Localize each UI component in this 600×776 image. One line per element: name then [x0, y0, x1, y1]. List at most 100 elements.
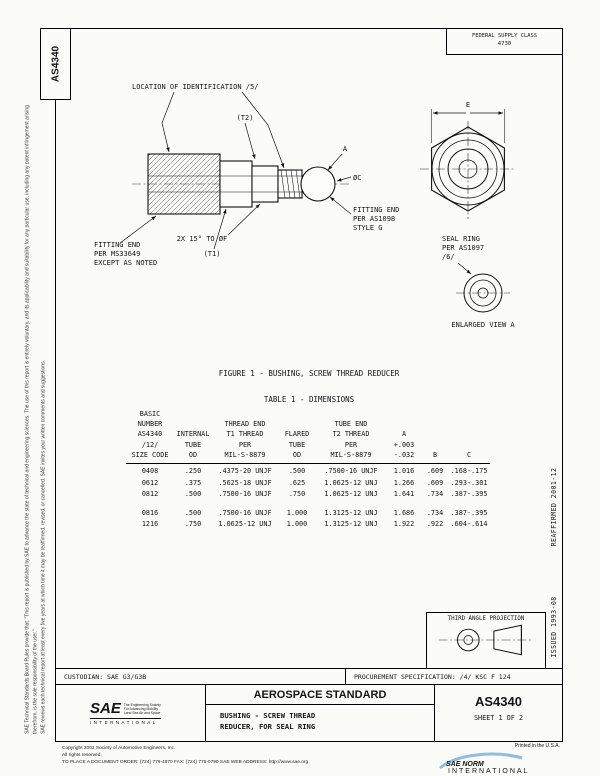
- th-flared-tube-od: FLARED TUBE OD: [284, 430, 310, 459]
- third-angle-projection-icon: [438, 624, 534, 656]
- label-seal-ring-3: /6/: [442, 253, 455, 261]
- table-row: 0408 .250 .4375-20 UNJF .500 .7500-16 UN…: [126, 464, 490, 476]
- th-dim-b: B: [432, 450, 438, 459]
- table-cell: .387-.395: [450, 490, 488, 499]
- table-cell: .734: [426, 508, 444, 517]
- label-enlarged-view: ENLARGED VIEW A: [451, 321, 515, 329]
- end-view: [420, 109, 516, 219]
- custodian: CUSTODIAN: SAE G3/G3B: [56, 669, 346, 684]
- title-main-row: SAE The Engineering Society For Advancin…: [56, 685, 562, 741]
- sae-norm-watermark: SAE NORM INTERNATIONAL: [436, 751, 566, 775]
- custodian-row: CUSTODIAN: SAE G3/G3B PROCUREMENT SPECIF…: [56, 669, 562, 685]
- table-cell: .609: [426, 478, 444, 487]
- left-margin-notes: SAE Technical Standards Board Rules prov…: [22, 102, 50, 736]
- side-view: [132, 153, 350, 215]
- label-dim-e: E: [466, 101, 470, 109]
- third-angle-projection-box: THIRD ANGLE PROJECTION: [426, 612, 546, 670]
- standard-title-cell: AEROSPACE STANDARD BUSHING - SCREW THREA…: [206, 685, 435, 741]
- table-cell: 0612: [141, 478, 159, 487]
- table-cell: 1.0625-12 UNJ: [218, 520, 272, 529]
- copyright-block: Copyright 2002 Society of Automotive Eng…: [62, 746, 308, 767]
- issued-date: ISSUED 1993-08: [550, 596, 558, 658]
- th-internal-tube-od: INTERNAL TUBE OD: [176, 430, 210, 459]
- table-cell: 1.3125-12 UNJ: [324, 508, 378, 517]
- table-cell: 1.0625-12 UNJ: [324, 490, 378, 499]
- table-cell: 1.016: [393, 467, 415, 476]
- table-cell: .5625-18 UNJF: [218, 478, 272, 487]
- federal-supply-class-box: FEDERAL SUPPLY CLASS 4730: [446, 29, 562, 55]
- figure-caption: FIGURE 1 - BUSHING, SCREW THREAD REDUCER: [218, 369, 400, 378]
- label-fitting-end-left-3: EXCEPT AS NOTED: [94, 259, 157, 267]
- sae-logo-cell: SAE The Engineering Society For Advancin…: [56, 685, 206, 741]
- dimensions-table: BASIC NUMBER AS4340 /12/ SIZE CODE INTER…: [126, 409, 490, 528]
- norm-logo-text: SAE NORM: [446, 761, 484, 768]
- label-t1: (T1): [204, 250, 221, 258]
- table-cell: 1.3125-12 UNJ: [324, 520, 378, 529]
- table-header-row: BASIC NUMBER AS4340 /12/ SIZE CODE INTER…: [126, 409, 490, 464]
- table-cell: .250: [184, 467, 202, 476]
- table-cell: 1.0625-12 UNJ: [324, 478, 378, 487]
- order-line: TO PLACE A DOCUMENT ORDER: (724) 776-497…: [62, 759, 309, 765]
- table-cell: .734: [426, 490, 444, 499]
- table-cell: .375: [184, 478, 202, 487]
- margin-note-2: SAE reviews each technical report at lea…: [40, 360, 47, 734]
- table-cell: 0816: [141, 508, 159, 517]
- third-angle-projection-label: THIRD ANGLE PROJECTION: [447, 616, 525, 622]
- table-row: 0816 .500 .7500-16 UNJF 1.000 1.3125-12 …: [126, 505, 490, 517]
- margin-note-1: SAE Technical Standards Board Rules prov…: [24, 105, 38, 734]
- title-block: CUSTODIAN: SAE G3/G3B PROCUREMENT SPECIF…: [56, 668, 562, 741]
- table-cell: 1.266: [393, 478, 415, 487]
- th-basic-number: BASIC NUMBER AS4340 /12/ SIZE CODE: [131, 410, 169, 459]
- procurement-specification: PROCUREMENT SPECIFICATION: /4/ KSC F 124: [354, 672, 511, 681]
- sae-international-label: INTERNATIONAL: [90, 717, 161, 725]
- document-title: BUSHING - SCREW THREAD REDUCER, FOR SEAL…: [220, 711, 316, 732]
- table-row: 0812 .500 .7500-16 UNJF .750 1.0625-12 U…: [126, 487, 490, 499]
- th-dim-a: A +.003 -.032: [393, 430, 415, 459]
- doc-number-tab: AS4340: [40, 28, 71, 100]
- standard-type: AEROSPACE STANDARD: [206, 685, 434, 705]
- table-cell: 1.000: [286, 508, 308, 517]
- sae-logo-taglines: The Engineering Society For Advancing Mo…: [123, 702, 161, 716]
- sheet-number: SHEET 1 OF 2: [473, 714, 524, 722]
- label-fitting-end-right-2: PER AS1098: [353, 215, 395, 223]
- table-cell: .7500-16 UNJF: [218, 490, 272, 499]
- label-seal-ring-1: SEAL RING: [442, 235, 480, 243]
- document-number-cell: AS4340 SHEET 1 OF 2: [435, 685, 562, 741]
- table-row: 1216 .750 1.0625-12 UNJ 1.000 1.3125-12 …: [126, 517, 490, 529]
- label-chamfer: 2X 15° TO ØF: [177, 235, 228, 243]
- table-cell: 1.641: [393, 490, 415, 499]
- table-cell: .293-.301: [450, 478, 488, 487]
- table-row: 0612 .375 .5625-18 UNJF .625 1.0625-12 U…: [126, 475, 490, 487]
- table-caption: TABLE 1 - DIMENSIONS: [263, 395, 355, 404]
- table-cell: 1.922: [393, 520, 415, 529]
- label-seal-ring-2: PER AS1097: [442, 244, 484, 252]
- label-location-of-identification: LOCATION OF IDENTIFICATION /5/: [132, 83, 258, 91]
- norm-logo-sub: INTERNATIONAL: [448, 768, 530, 775]
- table-cell: .922: [426, 520, 444, 529]
- table-cell: .750: [184, 520, 202, 529]
- table-cell: .7500-16 UNJF: [324, 467, 378, 476]
- document-number: AS4340: [475, 694, 522, 709]
- table-cell: 1.000: [286, 520, 308, 529]
- table-cell: .500: [184, 508, 202, 517]
- table-cell: .168-.175: [450, 467, 488, 476]
- label-t2: (T2): [237, 114, 254, 122]
- table-cell: 1216: [141, 520, 159, 529]
- table-cell: .500: [288, 467, 306, 476]
- table-cell: .604-.614: [450, 520, 488, 529]
- label-fitting-end-right-1: FITTING END: [353, 206, 399, 214]
- table-cell: .500: [184, 490, 202, 499]
- table-cell: .750: [288, 490, 306, 499]
- fsc-label: FEDERAL SUPPLY CLASS: [472, 33, 537, 39]
- table-cell: .7500-16 UNJF: [218, 508, 272, 517]
- copyright-line-1: Copyright 2002 Society of Automotive Eng…: [62, 746, 176, 751]
- th-t1-thread: THREAD END T1 THREAD PER MIL-S-8879: [224, 420, 266, 459]
- th-t2-thread: TUBE END T2 THREAD PER MIL-S-8879: [330, 420, 372, 459]
- label-view-a: A: [343, 145, 348, 153]
- label-fitting-end-left-2: PER MS33649: [94, 250, 140, 258]
- table-cell: .4375-20 UNJF: [218, 467, 272, 476]
- doc-number-vertical: AS4340: [50, 45, 61, 83]
- table-cell: 1.686: [393, 508, 415, 517]
- sae-logo: SAE The Engineering Society For Advancin…: [90, 701, 161, 725]
